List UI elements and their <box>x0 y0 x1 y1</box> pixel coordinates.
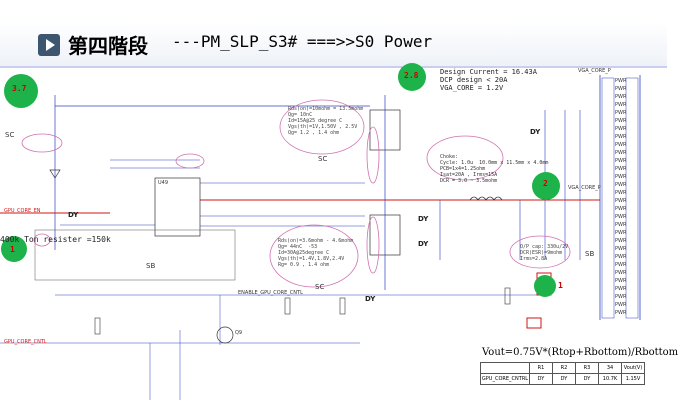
design-current-note: Design Current = 16.43A DCP design < 20A… <box>440 68 537 92</box>
bubble-green-4 <box>1 236 27 262</box>
bubble-green-5 <box>534 275 556 297</box>
slide-title-chinese: 第四階段 <box>68 34 148 58</box>
bubble-label-3: 1 <box>10 245 15 254</box>
sb-label-left: SB <box>146 262 156 270</box>
bubble-green-2 <box>398 63 426 91</box>
mosfet-note-high: Rds(on)=10mohm = 13.5mohm Qg= 10nC Id=15… <box>288 106 364 136</box>
table-header-row: R1 R2 R3 34 Vout(V) <box>480 362 645 374</box>
bubble-label-1: 3.7 <box>12 84 27 93</box>
table-cell: 1.15V <box>621 373 645 385</box>
slide-title-english: ---PM_SLP_S3# ===>>S0 Power <box>172 32 433 51</box>
bubble-label-2: 2.8 <box>404 71 419 80</box>
ton-resistor-note: 400k Ton resister =150k <box>0 235 111 244</box>
vga-core-top-label: VGA_CORE_P <box>578 68 611 74</box>
enable-gpu-label: ENABLE_GPU_CORE_CNTL <box>238 290 303 296</box>
table-row: GPU_CORE_CNTRL DY DY DY 10.7K 1.15V <box>480 373 645 385</box>
gpu-core-cntl-label: GPU_CORE_CNTL <box>4 339 47 345</box>
vga-core-label: VGA_CORE_P <box>568 185 601 191</box>
table-header-cell: R1 <box>529 362 553 374</box>
table-cell: 10.7K <box>598 373 622 385</box>
ic-u49-label: U49 <box>158 180 169 186</box>
resistor-table: R1 R2 R3 34 Vout(V) GPU_CORE_CNTRL DY DY… <box>480 362 645 385</box>
table-cell: GPU_CORE_CNTRL <box>480 373 530 385</box>
vout-formula: Vout=0.75V*(Rtop+Rbottom)/Rbottom <box>482 347 678 358</box>
bubble-green-3 <box>532 172 560 200</box>
table-header-cell: Vout(V) <box>621 362 645 374</box>
table-header-cell: 34 <box>598 362 622 374</box>
table-cell: DY <box>552 373 576 385</box>
bubble-green-1 <box>4 74 38 108</box>
dy-label-4: DY <box>418 240 429 248</box>
sc-label-left: SC <box>5 131 15 139</box>
dy-label-5: DY <box>365 295 376 303</box>
table-cell: DY <box>529 373 553 385</box>
title-bar <box>0 22 667 66</box>
dy-label-1: DY <box>530 128 541 136</box>
table-header-cell <box>480 362 530 374</box>
dy-label-2: DY <box>68 211 79 219</box>
bubble-label-5: 1 <box>558 281 563 290</box>
choke-note: Choke: Cycle: 1.0u 10.0mm x 11.5mm x 4.0… <box>440 154 549 184</box>
bubble-label-4: 2 <box>543 179 548 188</box>
sc-label-top: SC <box>318 155 328 163</box>
play-icon[interactable] <box>38 34 60 56</box>
dy-label-3: DY <box>418 215 429 223</box>
pwr-pin-column: PWR PWR PWR PWR PWR PWR PWR PWR PWR PWR … <box>615 78 627 316</box>
table-cell: DY <box>575 373 599 385</box>
table-header-cell: R3 <box>575 362 599 374</box>
sc-label-low: SC <box>315 283 325 291</box>
mosfet-note-low: Rds(on)=3.6mohm - 4.6mohm Qg= 44nC -53 I… <box>278 238 354 268</box>
gpu-core-en-label: GPU_CORE_EN <box>4 208 41 214</box>
output-cap-note: O/P cap: 330u/2V DCR(ESR)=9mohm Irms=2.8… <box>520 244 569 262</box>
sb-label-right: SB <box>585 250 595 258</box>
transistor-q9-label: Q9 <box>235 330 243 336</box>
table-header-cell: R2 <box>552 362 576 374</box>
